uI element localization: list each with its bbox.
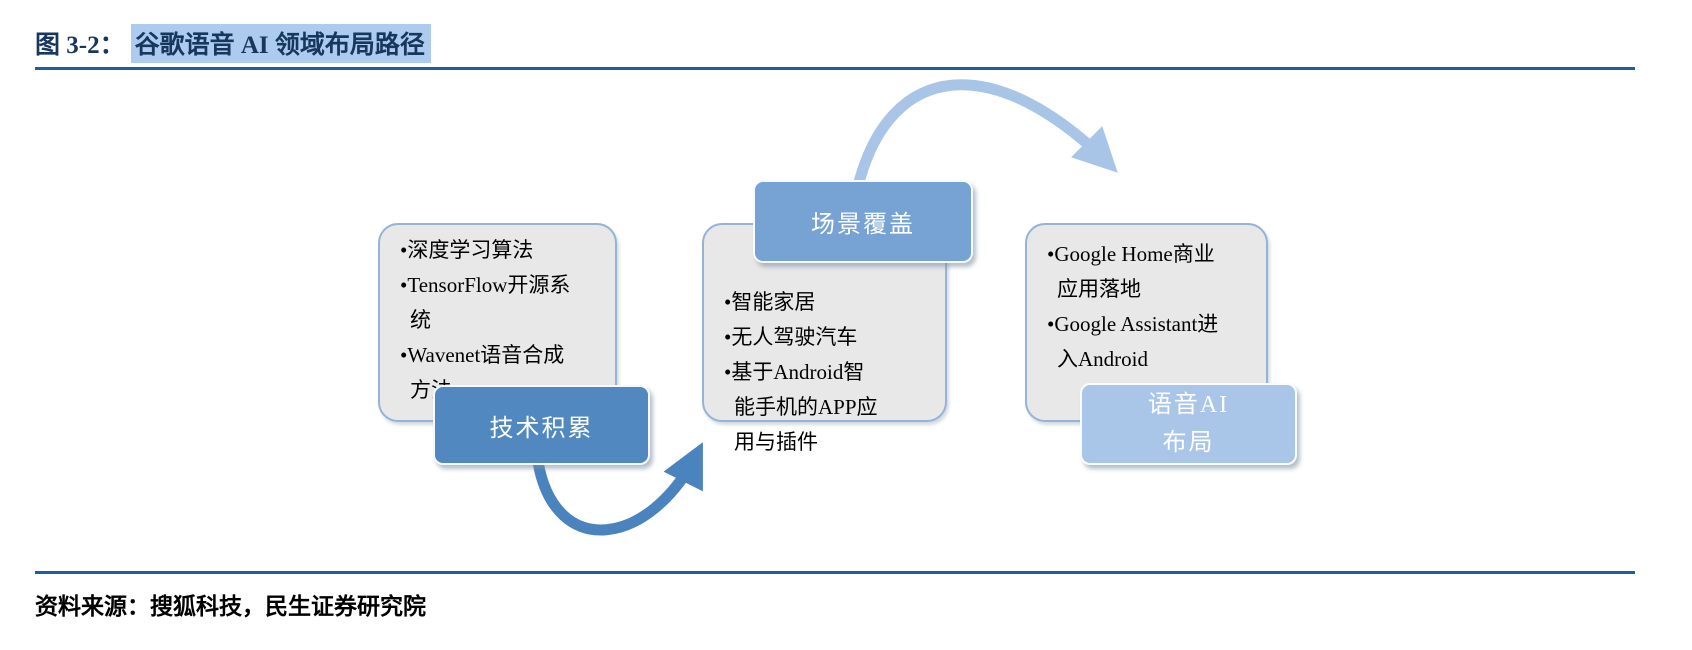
stage1-bullet-list: 深度学习算法 TensorFlow开源系统 Wavenet语音合成方法 [380, 225, 600, 408]
stage2-bullet-list: 智能家居 无人驾驶汽车 基于Android智能手机的APP应用与插件 [704, 225, 914, 460]
bullet-item: 深度学习算法 [400, 233, 581, 268]
bullet-item: TensorFlow开源系统 [400, 268, 581, 338]
stage3-bullet-list: Google Home商业应用落地 Google Assistant进入Andr… [1027, 225, 1247, 377]
curved-arrow-stage2-to-stage3-icon [852, 79, 1118, 188]
figure-number-label: 图 3-2： [35, 32, 125, 59]
source-text: 资料来源：搜狐科技，民生证券研究院 [35, 594, 426, 619]
stage3-label-voice-ai-layout: 语音AI 布局 [1080, 383, 1297, 465]
stage-label-text: 场景覆盖 [811, 212, 915, 238]
stage-label-text: 布局 [1162, 430, 1215, 456]
stage-label-text: 技术积累 [489, 415, 594, 442]
bullet-item: Google Home商业应用落地 [1047, 237, 1224, 307]
stage-label-text: 语音AI [1147, 392, 1230, 418]
bullet-item: 无人驾驶汽车 [724, 320, 879, 355]
top-divider [35, 67, 1635, 70]
bottom-divider [35, 571, 1635, 574]
bullet-item: 智能家居 [724, 285, 879, 320]
stage1-label-technology-accumulation: 技术积累 [433, 385, 650, 465]
figure-title: 谷歌语音 AI 领域布局路径 [130, 24, 431, 63]
bullet-item: Google Assistant进入Android [1047, 307, 1224, 377]
stage2-label-scenario-coverage: 场景覆盖 [753, 180, 973, 263]
bullet-item: 基于Android智能手机的APP应用与插件 [724, 355, 879, 460]
bullet-item: Wavenet语音合成方法 [400, 338, 581, 408]
figure-header: 图 3-2：谷歌语音 AI 领域布局路径 [35, 24, 431, 63]
